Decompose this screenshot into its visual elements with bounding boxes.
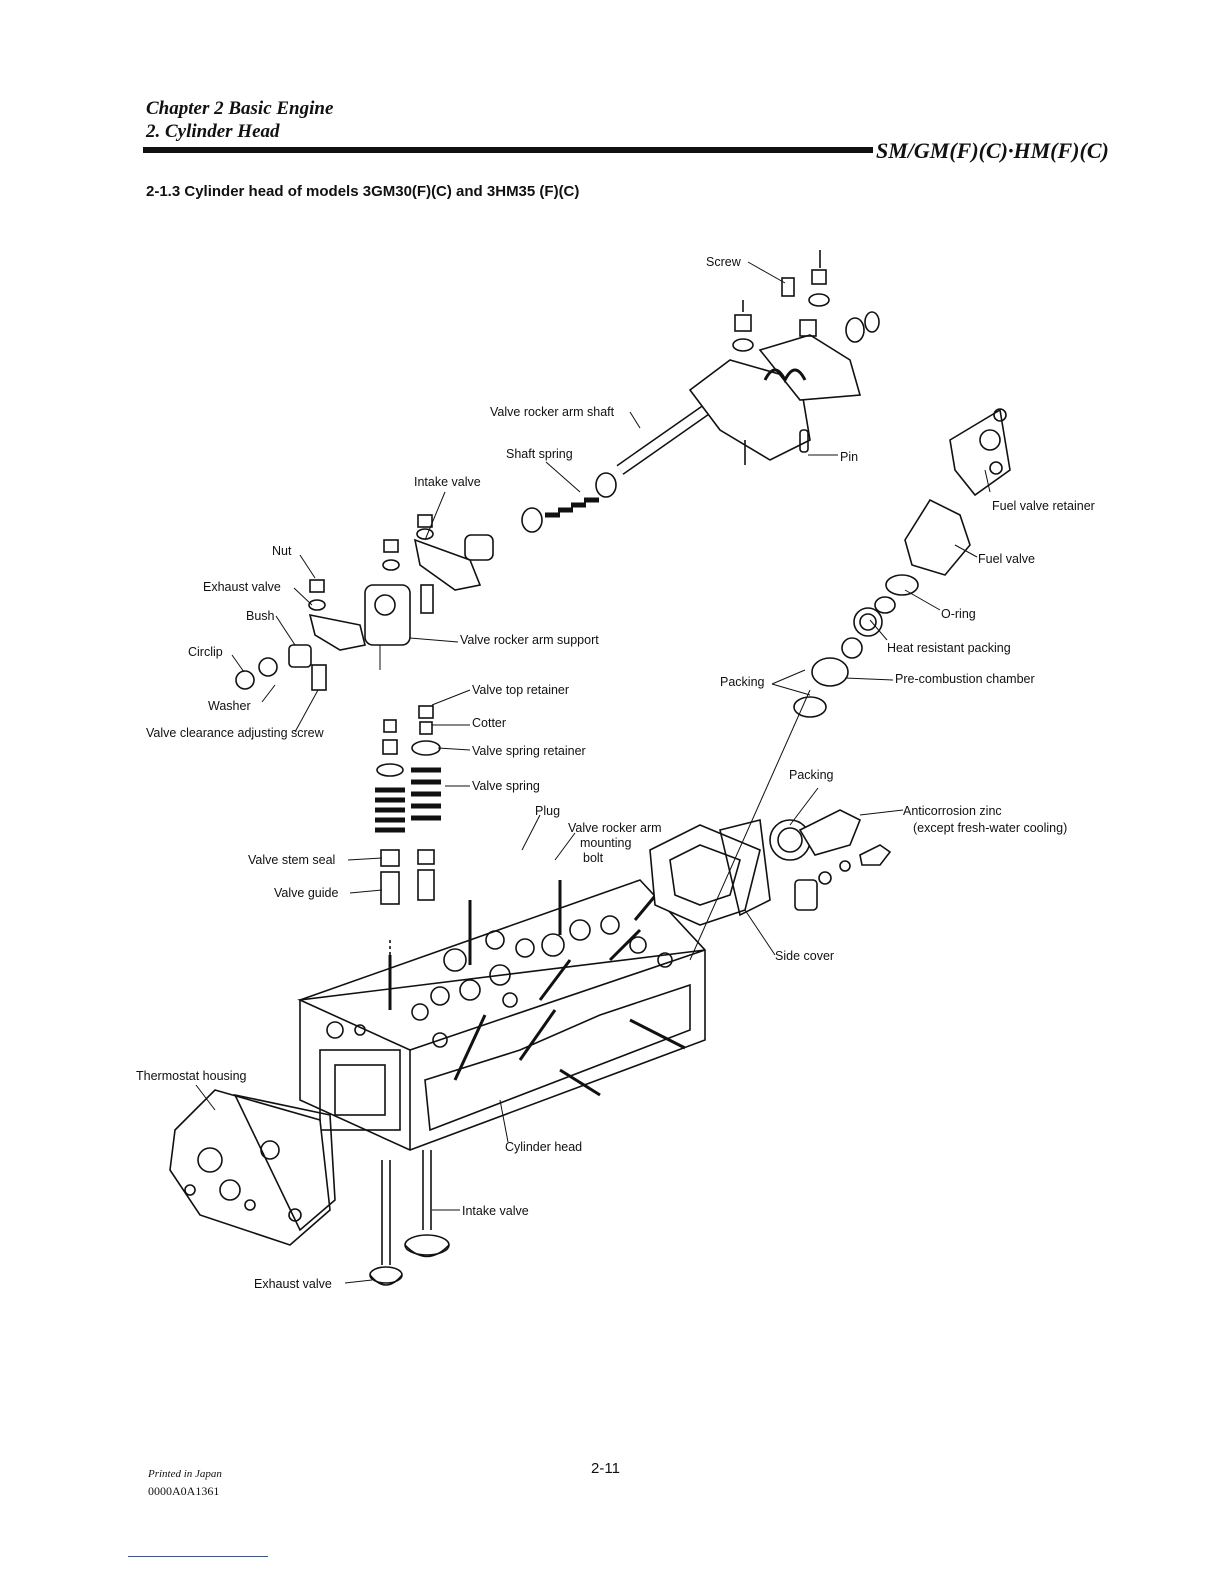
fuel-valve-assembly-illustration [793, 408, 1011, 718]
label-pin: Pin [840, 450, 858, 464]
label-plug: Plug [535, 804, 560, 818]
label-packing-upper: Packing [720, 675, 765, 689]
label-circlip: Circlip [188, 645, 223, 659]
thermostat-housing-illustration [169, 1089, 336, 1246]
label-adjusting-screw: Valve clearance adjusting screw [146, 726, 325, 740]
footer-rule [128, 1556, 268, 1557]
label-intake-valve-top: Intake valve [414, 475, 481, 489]
label-o-ring: O-ring [941, 607, 976, 621]
valve-spring-stack-illustration [375, 705, 441, 1005]
label-mounting-bolt-1: Valve rocker arm [568, 821, 662, 835]
label-mounting-bolt-2: mounting [580, 836, 631, 850]
label-valve-guide: Valve guide [274, 886, 338, 900]
label-valve-spring: Valve spring [472, 779, 540, 793]
label-heat-packing: Heat resistant packing [887, 641, 1011, 655]
rocker-arm-assembly-illustration [235, 250, 880, 691]
label-cotter: Cotter [472, 716, 506, 730]
label-exhaust-valve-top: Exhaust valve [203, 580, 281, 594]
model-code: SM/GM(F)(C)·HM(F)(C) [876, 138, 1109, 163]
label-top-retainer: Valve top retainer [472, 683, 569, 697]
label-packing-lower: Packing [789, 768, 834, 782]
label-fuel-valve: Fuel valve [978, 552, 1035, 566]
diagram-labels: Screw Valve rocker arm shaft Shaft sprin… [136, 255, 1095, 1291]
page-number: 2-11 [591, 1460, 620, 1477]
leader-lines [195, 261, 991, 1284]
header-rule [143, 147, 873, 153]
label-rocker-shaft: Valve rocker arm shaft [490, 405, 615, 419]
label-spring-retainer: Valve spring retainer [472, 744, 586, 758]
label-pre-combustion: Pre-combustion chamber [895, 672, 1035, 686]
label-exhaust-valve-bottom: Exhaust valve [254, 1277, 332, 1291]
label-washer: Washer [208, 699, 251, 713]
label-shaft-spring: Shaft spring [506, 447, 573, 461]
side-cover-illustration [649, 809, 892, 926]
document-code: 0000A0A1361 [148, 1484, 220, 1498]
label-rocker-support: Valve rocker arm support [460, 633, 599, 647]
intake-exhaust-valves-illustration [369, 1150, 450, 1286]
label-nut: Nut [272, 544, 292, 558]
label-cylinder-head: Cylinder head [505, 1140, 582, 1154]
figure-heading: 2-1.3 Cylinder head of models 3GM30(F)(C… [146, 183, 580, 200]
cylinder-head-illustration [297, 879, 706, 1151]
label-bush: Bush [246, 609, 275, 623]
section-title: 2. Cylinder Head [146, 121, 280, 142]
label-thermostat: Thermostat housing [136, 1069, 247, 1083]
label-fuel-valve-retainer: Fuel valve retainer [992, 499, 1095, 513]
label-intake-valve-bottom: Intake valve [462, 1204, 529, 1218]
label-zinc: Anticorrosion zinc [903, 804, 1002, 818]
label-mounting-bolt-3: bolt [583, 851, 604, 865]
chapter-title: Chapter 2 Basic Engine [146, 98, 334, 119]
label-stem-seal: Valve stem seal [248, 853, 335, 867]
label-screw: Screw [706, 255, 742, 269]
label-zinc-note: (except fresh-water cooling) [913, 821, 1067, 835]
label-side-cover: Side cover [775, 949, 834, 963]
printed-in: Printed in Japan [148, 1468, 222, 1480]
